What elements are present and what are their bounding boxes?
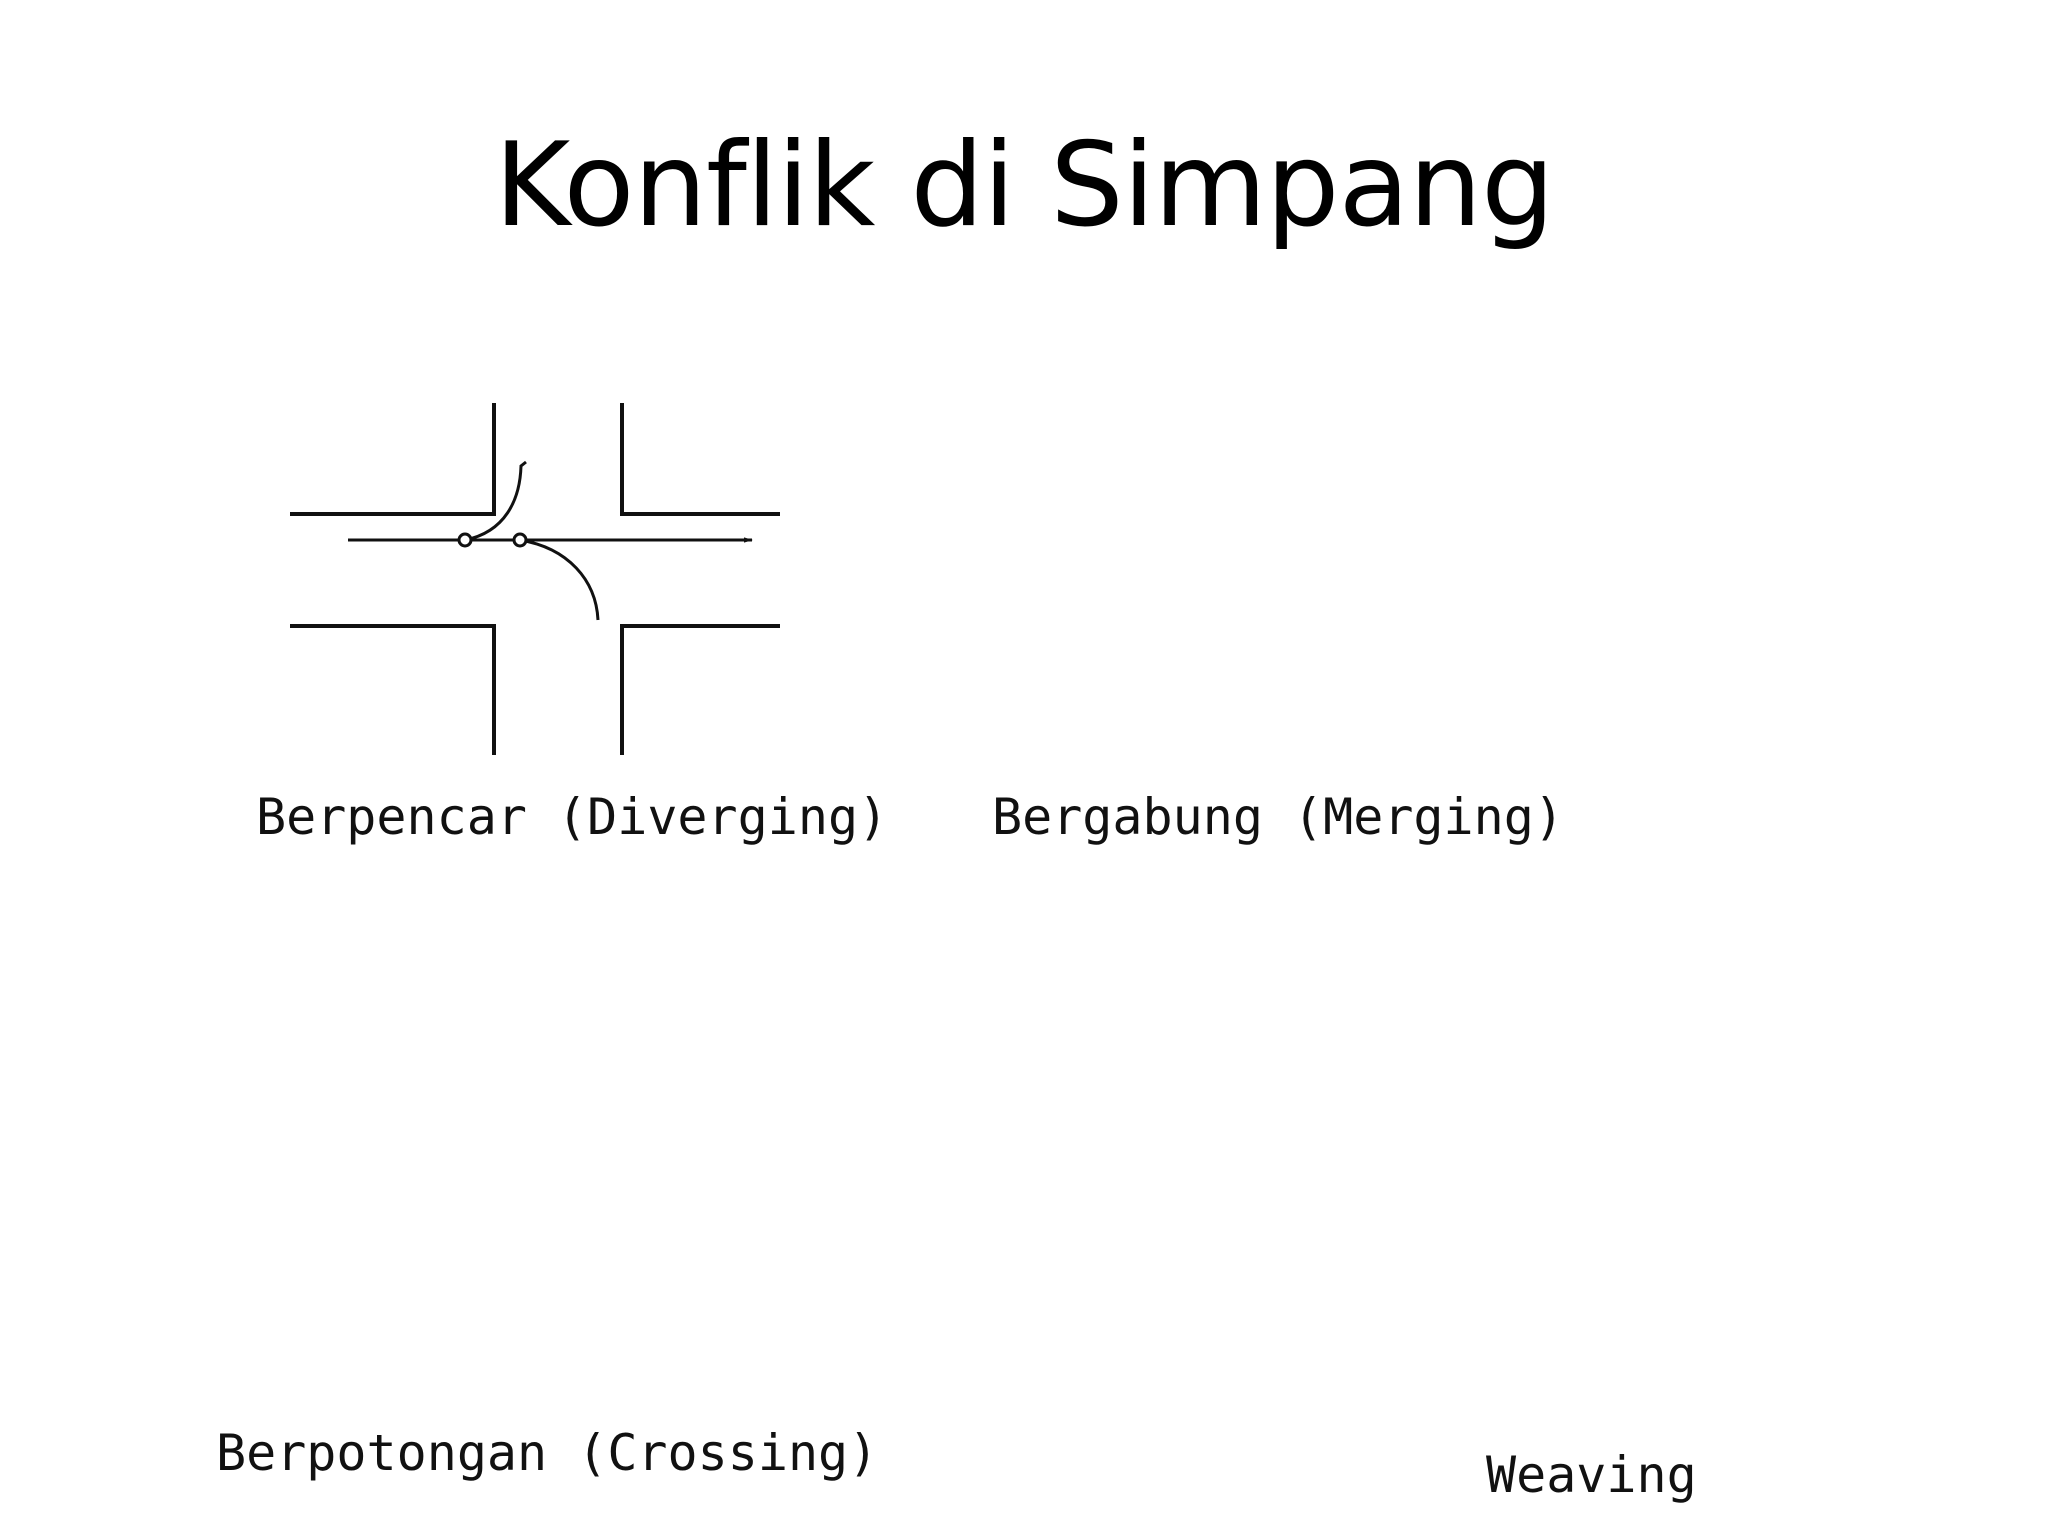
crossing-label: Berpotongan (Crossing) bbox=[216, 1424, 879, 1482]
diverging-road-edges bbox=[290, 403, 780, 755]
diverging-conflict-point-1 bbox=[457, 532, 473, 548]
diverging-left-turn-path bbox=[464, 460, 527, 542]
merging-label: Bergabung (Merging) bbox=[992, 788, 1564, 846]
weaving-label: Weaving bbox=[1486, 1446, 1697, 1504]
diverging-right-turn-path bbox=[519, 538, 600, 621]
slide-title: Konflik di Simpang bbox=[494, 118, 1555, 253]
diverging-conflict-point-2 bbox=[512, 532, 528, 548]
diverging-label: Berpencar (Diverging) bbox=[256, 788, 889, 846]
diverging-intersection bbox=[290, 403, 780, 755]
